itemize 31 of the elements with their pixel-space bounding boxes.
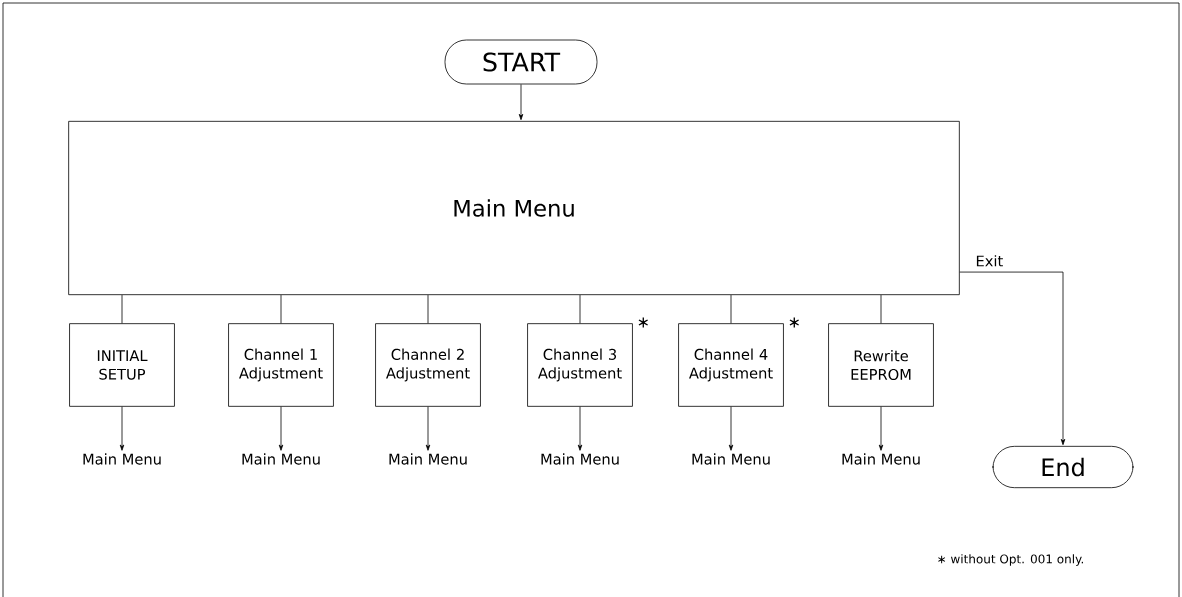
arrow xyxy=(878,406,884,451)
connector-line xyxy=(280,294,282,324)
connector-line xyxy=(730,294,732,324)
footnote-mark: ∗ xyxy=(638,317,648,328)
process-box: INITIAL SETUP xyxy=(69,323,175,407)
footnote-mark: ∗ xyxy=(789,317,799,328)
menu-text: Main Menu xyxy=(541,453,619,465)
process-box: Channel 1 Adjustment xyxy=(228,323,334,407)
connector-arrow xyxy=(959,271,1066,446)
arrow xyxy=(518,84,524,121)
menu-text: Main Menu xyxy=(83,453,161,465)
process-box: Channel 3 Adjustment xyxy=(527,323,633,407)
menu-text: Main Menu xyxy=(692,453,770,465)
connector-line xyxy=(121,294,123,324)
menu-box: Main Menu xyxy=(68,120,960,296)
arrow xyxy=(728,406,734,451)
arrow xyxy=(425,406,431,451)
arrow xyxy=(278,406,284,451)
process-box: Rewrite EEPROM xyxy=(828,323,934,407)
arrow xyxy=(119,406,125,451)
menu-text: Main Menu xyxy=(389,453,467,465)
connector-line xyxy=(427,294,429,324)
arrow xyxy=(577,406,583,451)
connector-line xyxy=(880,294,882,324)
process-box: Channel 4 Adjustment xyxy=(678,323,784,407)
footnote-text: ∗ without Opt. 001 only. xyxy=(938,554,1083,566)
menu-text: Main Menu xyxy=(842,453,920,465)
process-box: Channel 2 Adjustment xyxy=(375,323,481,407)
edge-label: Exit xyxy=(976,255,1003,267)
connector-line xyxy=(579,294,581,324)
menu-text: Main Menu xyxy=(242,453,320,465)
